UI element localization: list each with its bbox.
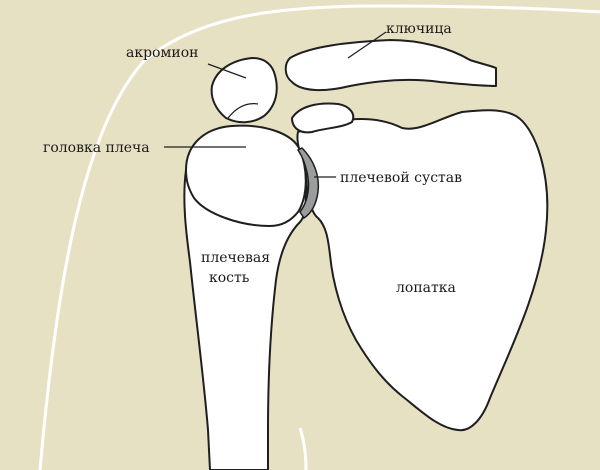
leader-acromion — [207, 63, 247, 79]
label-acromion: акромион — [126, 45, 198, 61]
clavicle-bone — [284, 39, 497, 92]
body-contour — [38, 4, 600, 470]
label-humerus-line2: кость — [209, 270, 250, 286]
coracoid-process — [291, 102, 355, 134]
scapula-bone — [296, 109, 549, 432]
leader-clavicle — [347, 31, 387, 59]
label-clavicle: ключица — [386, 21, 452, 37]
label-humeral-head: головка плеча — [43, 140, 150, 156]
label-scapula: лопатка — [396, 280, 456, 296]
acromion-lower-edge — [227, 103, 259, 119]
humeral-head — [185, 124, 307, 227]
joint-cartilage — [296, 147, 320, 220]
arm-contour — [298, 427, 308, 470]
label-humerus-line1: плечевая — [201, 250, 270, 266]
humerus-shaft — [183, 169, 307, 470]
acromion-bone — [210, 57, 278, 124]
label-shoulder-joint: плечевой сустав — [340, 170, 462, 186]
